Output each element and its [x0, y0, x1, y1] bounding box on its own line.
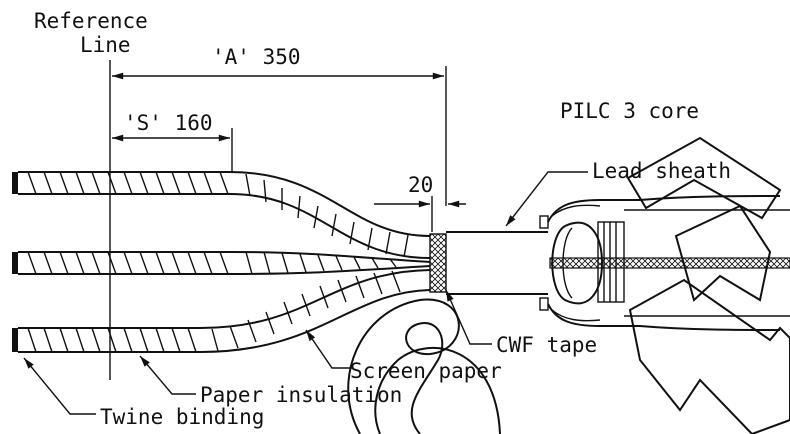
pilc-label: PILC 3 core: [560, 99, 699, 123]
core-top: [12, 171, 431, 259]
cwf-tape-block: [429, 233, 447, 293]
dimension-20-label: 20: [408, 173, 433, 197]
twine-loop-inner: [374, 347, 501, 434]
reference-label-line2: Line: [80, 33, 131, 57]
cwf-tape-label: CWF tape: [496, 333, 597, 357]
core-bottom: [12, 269, 431, 353]
lead-sheath-leader: [505, 171, 588, 227]
lead-sheath-label: Lead sheath: [592, 159, 731, 183]
dimension-a-label: 'A' 350: [212, 45, 301, 69]
dimension-s-label: 'S' 160: [124, 111, 213, 135]
cut-core-shapes: [626, 136, 790, 434]
screen-paper-leader: [305, 329, 352, 369]
twine-binding-label: Twine binding: [100, 405, 264, 429]
cwf-tape-leader: [445, 289, 492, 345]
lead-sheath-body: [446, 195, 790, 331]
paper-insulation-label: Paper insulation: [200, 383, 402, 407]
twine-binding-leader: [23, 357, 96, 415]
paper-insulation-leader: [139, 355, 196, 395]
screen-paper-label: Screen paper: [350, 359, 502, 383]
twine-loop: [347, 298, 460, 434]
reference-label-line1: Reference: [34, 9, 148, 33]
core-middle: [12, 251, 431, 275]
